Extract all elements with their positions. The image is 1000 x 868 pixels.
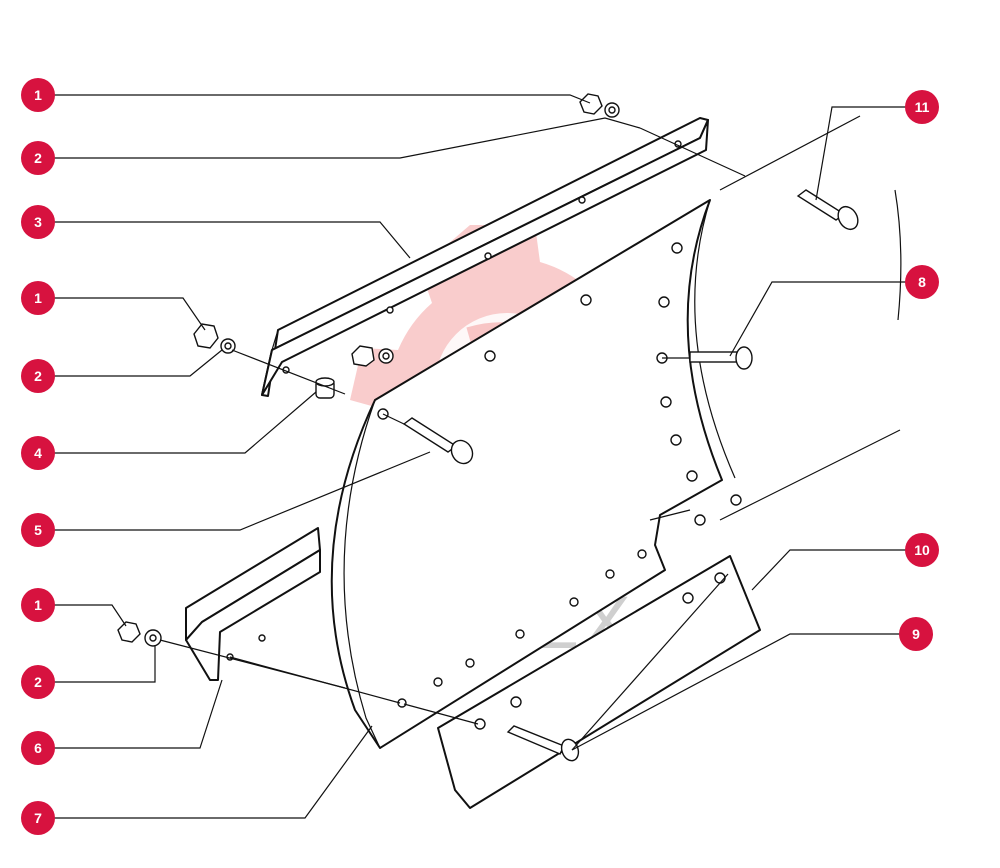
callout-6: 6	[21, 731, 55, 765]
svg-text:8: 8	[918, 274, 926, 290]
svg-text:10: 10	[914, 542, 930, 558]
svg-text:1: 1	[34, 290, 42, 306]
frame-outline	[649, 115, 902, 521]
callout-5: 5	[21, 513, 55, 547]
hardware-nut-mid	[193, 323, 394, 367]
callout-3: 3	[21, 205, 55, 239]
callout-7: 7	[21, 801, 55, 835]
svg-text:2: 2	[34, 368, 42, 384]
callout-4: 4	[21, 436, 55, 470]
svg-text:1: 1	[34, 597, 42, 613]
callout-10: 10	[905, 533, 939, 567]
hardware-spacer	[315, 377, 335, 399]
main-moldboard-blade	[330, 199, 742, 749]
hardware-nut-top	[579, 93, 620, 118]
svg-text:3: 3	[34, 214, 42, 230]
hardware-nut-low	[117, 621, 162, 647]
callout-1-mid: 1	[21, 281, 55, 315]
svg-text:2: 2	[34, 150, 42, 166]
callout-11: 11	[905, 90, 939, 124]
lower-angle-strip	[185, 527, 321, 681]
svg-text:1: 1	[34, 87, 42, 103]
callout-1-low: 1	[21, 588, 55, 622]
top-clamp-strip	[261, 117, 709, 397]
svg-text:5: 5	[34, 522, 42, 538]
svg-text:7: 7	[34, 810, 42, 826]
bolt-9	[506, 725, 580, 762]
svg-text:11: 11	[915, 99, 930, 115]
svg-text:9: 9	[912, 626, 920, 642]
callout-2-mid: 2	[21, 359, 55, 393]
callout-2-low: 2	[21, 665, 55, 699]
cutting-edge-blade	[437, 555, 761, 809]
callout-9: 9	[899, 617, 933, 651]
bolt-11	[796, 189, 859, 231]
svg-text:6: 6	[34, 740, 42, 756]
bolt-5	[402, 417, 474, 465]
leader-lines	[38, 94, 922, 819]
svg-text:4: 4	[34, 445, 42, 461]
svg-text:2: 2	[34, 674, 42, 690]
bolt-8	[689, 346, 753, 370]
callout-8: 8	[905, 265, 939, 299]
callout-2-top: 2	[21, 141, 55, 175]
callout-1-top: 1	[21, 78, 55, 112]
